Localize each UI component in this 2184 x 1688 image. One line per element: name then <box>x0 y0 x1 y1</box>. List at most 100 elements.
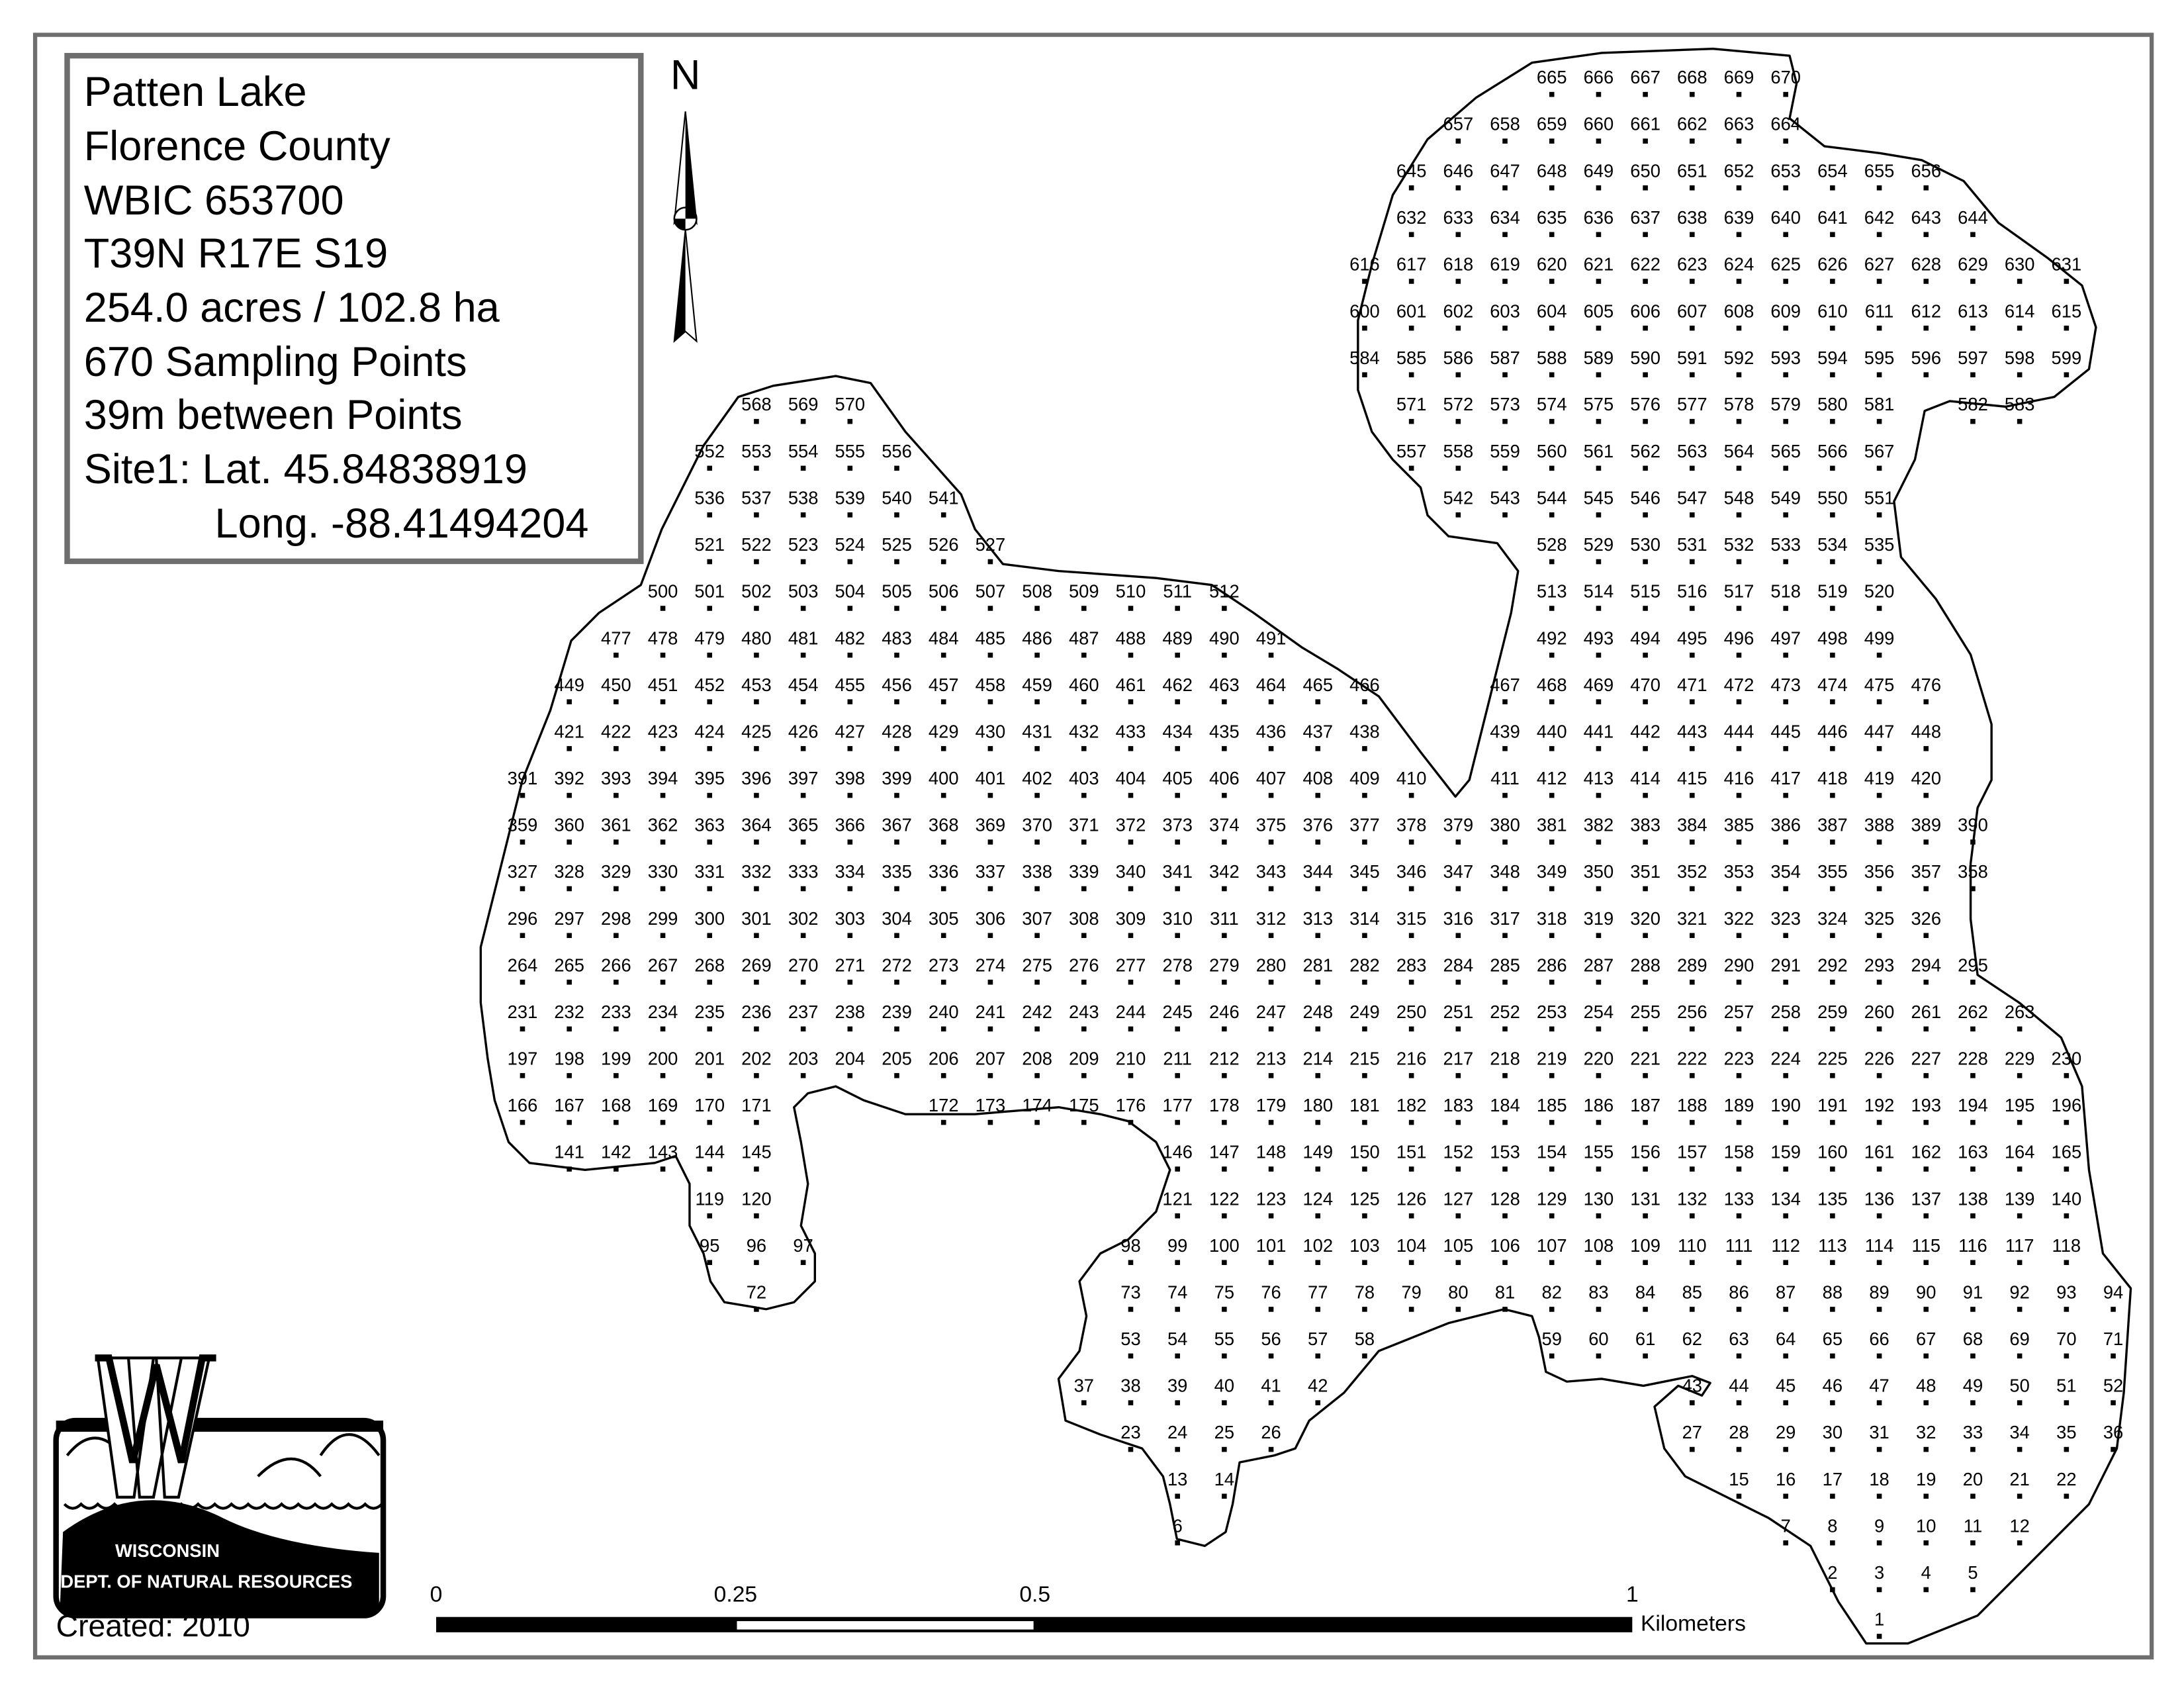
sampling-point-marker <box>1690 185 1695 191</box>
sampling-point-marker <box>1736 1307 1742 1312</box>
legend-latitude: Site1: Lat. 45.84838919 <box>84 446 527 492</box>
sampling-point-label: 410 <box>1396 768 1427 788</box>
sampling-point-marker <box>800 465 806 471</box>
sampling-point-marker <box>1830 559 1835 565</box>
sampling-point-label: 3 <box>1874 1562 1884 1583</box>
scale-tick-0: 0 <box>430 1583 443 1607</box>
sampling-point-label: 335 <box>882 861 912 882</box>
sampling-point-label: 14 <box>1214 1469 1234 1489</box>
sampling-point-marker <box>1876 606 1882 611</box>
sampling-point-marker <box>800 1260 806 1266</box>
sampling-point-label: 518 <box>1770 581 1801 602</box>
sampling-point-marker <box>1923 886 1929 892</box>
sampling-point-marker <box>987 792 993 798</box>
sampling-point-label: 107 <box>1537 1235 1567 1256</box>
sampling-point-marker <box>1970 1073 1976 1078</box>
sampling-point-marker <box>1315 699 1321 704</box>
sampling-point-label: 230 <box>2052 1048 2082 1068</box>
sampling-point-label: 414 <box>1630 768 1661 788</box>
sampling-point-label: 38 <box>1120 1376 1140 1396</box>
sampling-point-label: 468 <box>1537 675 1567 695</box>
sampling-point-marker <box>1596 1260 1602 1266</box>
sampling-point-label: 242 <box>1022 1002 1052 1022</box>
sampling-point-label: 254 <box>1584 1002 1614 1022</box>
sampling-point-label: 585 <box>1396 348 1427 368</box>
sampling-point-label: 589 <box>1584 348 1614 368</box>
sampling-point-label: 308 <box>1069 908 1099 929</box>
sampling-point-label: 270 <box>788 955 819 975</box>
sampling-point-label: 90 <box>1916 1282 1936 1303</box>
sampling-point-label: 592 <box>1724 348 1754 368</box>
sampling-point-label: 55 <box>1214 1329 1234 1349</box>
sampling-point-marker <box>1128 839 1134 845</box>
sampling-point-label: 510 <box>1116 581 1146 602</box>
sampling-point-marker <box>1643 232 1648 238</box>
sampling-point-label: 450 <box>601 675 631 695</box>
sampling-point-marker <box>1690 279 1695 284</box>
sampling-point-marker <box>614 1119 619 1125</box>
sampling-point-label: 485 <box>976 628 1006 648</box>
sampling-point-marker <box>707 1119 713 1125</box>
sampling-point-marker <box>1876 1073 1882 1078</box>
sampling-point-label: 573 <box>1490 394 1520 414</box>
legend-longitude: Long. -88.41494204 <box>215 500 589 547</box>
sampling-point-label: 600 <box>1349 301 1380 321</box>
sampling-point-label: 295 <box>1958 955 1988 975</box>
sampling-point-label: 205 <box>882 1048 912 1068</box>
sampling-point-marker <box>754 1307 759 1312</box>
sampling-point-label: 340 <box>1116 861 1146 882</box>
sampling-point-marker <box>1175 1119 1180 1125</box>
sampling-point-label: 285 <box>1490 955 1520 975</box>
sampling-point-marker <box>1876 1213 1882 1219</box>
sampling-point-label: 141 <box>554 1142 584 1162</box>
sampling-point-marker <box>1736 979 1742 985</box>
sampling-point-label: 577 <box>1677 394 1707 414</box>
sampling-point-marker <box>567 979 572 985</box>
sampling-point-label: 473 <box>1770 675 1801 695</box>
sampling-point-marker <box>847 746 853 751</box>
sampling-point-label: 444 <box>1724 721 1754 741</box>
sampling-point-label: 8 <box>1827 1515 1837 1536</box>
sampling-point-marker <box>1128 606 1134 611</box>
sampling-point-marker <box>1408 465 1414 471</box>
sampling-point-label: 521 <box>694 534 725 555</box>
sampling-point-marker <box>1596 1166 1602 1172</box>
sampling-point-label: 633 <box>1443 207 1474 228</box>
sampling-point-marker <box>520 1073 525 1078</box>
sampling-point-label: 42 <box>1308 1376 1328 1396</box>
sampling-point-label: 507 <box>976 581 1006 602</box>
sampling-point-label: 173 <box>976 1095 1006 1115</box>
sampling-point-label: 438 <box>1349 721 1380 741</box>
sampling-point-marker <box>1408 1166 1414 1172</box>
sampling-point-label: 260 <box>1864 1002 1895 1022</box>
sampling-point-marker <box>940 839 946 845</box>
sampling-point-marker <box>1783 652 1788 658</box>
sampling-point-marker <box>1549 465 1555 471</box>
sampling-point-marker <box>1315 1353 1321 1359</box>
sampling-point-label: 360 <box>554 815 584 835</box>
sampling-point-marker <box>1783 1260 1788 1266</box>
sampling-point-label: 370 <box>1022 815 1052 835</box>
sampling-point-marker <box>894 933 899 939</box>
sampling-point-marker <box>707 792 713 798</box>
sampling-point-label: 189 <box>1724 1095 1754 1115</box>
sampling-point-marker <box>1690 1166 1695 1172</box>
sampling-point-label: 560 <box>1537 441 1567 461</box>
sampling-point-label: 475 <box>1864 675 1895 695</box>
sampling-point-label: 100 <box>1209 1235 1240 1256</box>
sampling-point-marker <box>1408 1307 1414 1312</box>
sampling-point-label: 467 <box>1490 675 1520 695</box>
sampling-point-marker <box>1502 792 1508 798</box>
sampling-point-marker <box>1876 1587 1882 1593</box>
sampling-point-label: 596 <box>1911 348 1941 368</box>
sampling-point-label: 463 <box>1209 675 1240 695</box>
sampling-point-marker <box>1830 232 1835 238</box>
logo-wisconsin: WISCONSIN <box>115 1540 220 1561</box>
sampling-point-label: 425 <box>741 721 772 741</box>
sampling-point-label: 661 <box>1630 114 1661 134</box>
sampling-point-marker <box>1596 1119 1602 1125</box>
sampling-point-label: 293 <box>1864 955 1895 975</box>
sampling-point-label: 274 <box>976 955 1006 975</box>
sampling-point-marker <box>1783 699 1788 704</box>
sampling-point-marker <box>1596 792 1602 798</box>
